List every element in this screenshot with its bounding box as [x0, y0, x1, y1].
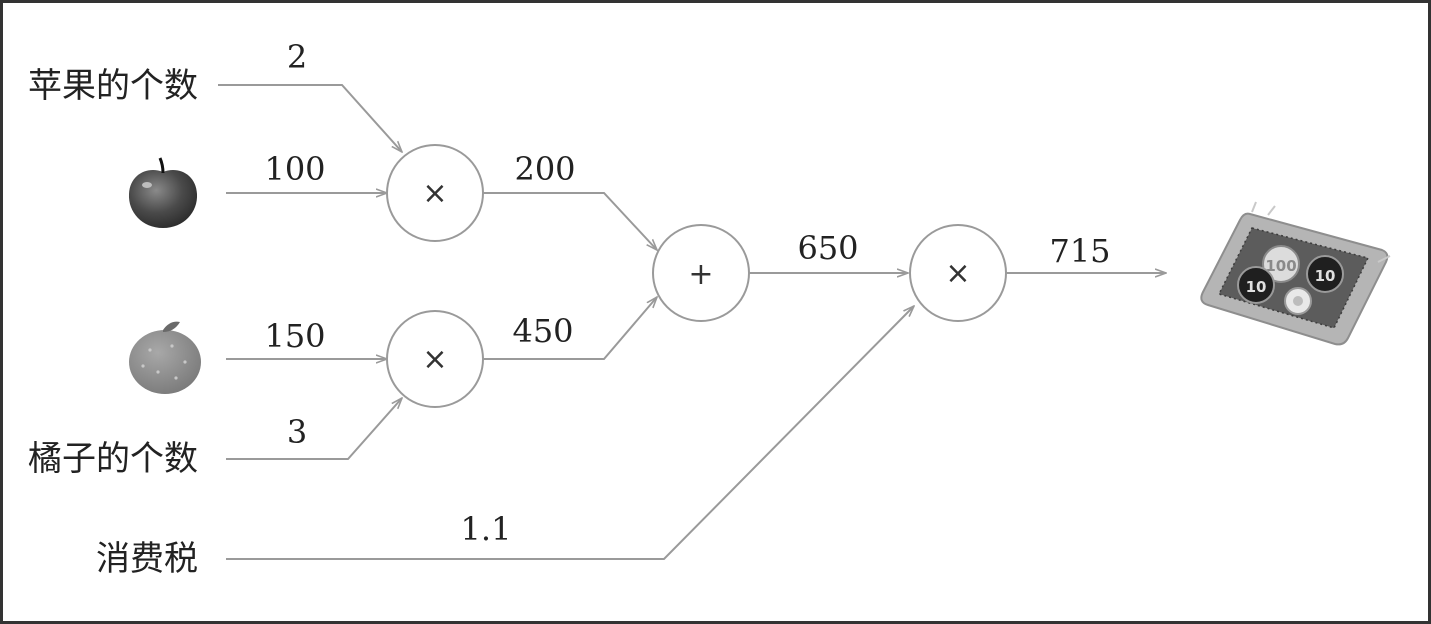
value-orange-total: 450	[512, 312, 573, 350]
value-tax: 1.1	[461, 510, 512, 548]
value-apple-count: 2	[287, 38, 307, 76]
add-node: +	[652, 224, 750, 322]
svg-text:10: 10	[1315, 267, 1336, 285]
add-symbol: +	[688, 257, 713, 292]
edge-orange-count	[226, 398, 402, 460]
value-sum: 650	[797, 229, 858, 267]
svg-text:100: 100	[1265, 257, 1296, 275]
apple-count-label: 苹果的个数	[28, 66, 198, 106]
edge-tax	[226, 306, 914, 560]
coin-tray-icon: 100 10 10	[1200, 201, 1391, 346]
multiply-node-tax: ×	[909, 224, 1007, 322]
multiply-symbol: ×	[945, 256, 970, 291]
multiply-symbol: ×	[422, 176, 447, 211]
apple-icon	[128, 157, 198, 228]
value-orange-price: 150	[264, 317, 325, 355]
edge-orange-total	[482, 297, 657, 360]
value-apple-price: 100	[264, 150, 325, 188]
multiply-node-apple: ×	[386, 144, 484, 242]
edge-apple-total	[482, 192, 657, 250]
value-apple-total: 200	[514, 150, 575, 188]
value-result: 715	[1049, 232, 1110, 270]
tax-label: 消费税	[96, 539, 198, 579]
multiply-node-orange: ×	[386, 310, 484, 408]
multiply-symbol: ×	[422, 342, 447, 377]
orange-icon	[129, 321, 201, 394]
orange-count-label: 橘子的个数	[28, 439, 198, 479]
value-orange-count: 3	[287, 413, 307, 451]
edge-apple-count	[218, 84, 402, 152]
svg-text:10: 10	[1246, 278, 1267, 296]
